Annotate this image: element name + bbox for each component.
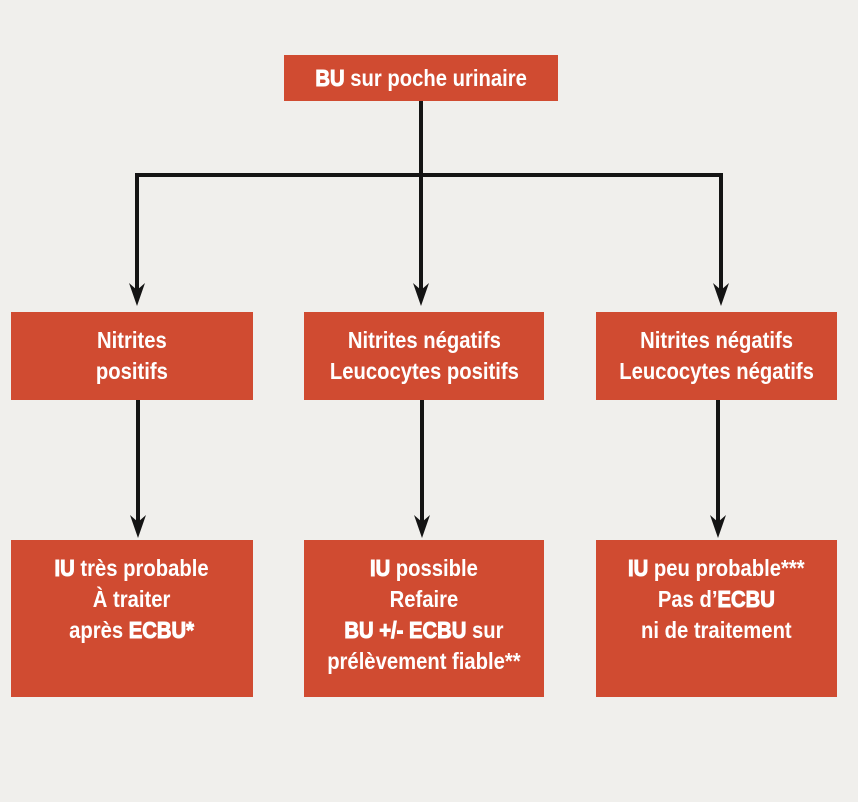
arrowhead-center-icon — [413, 283, 429, 306]
node-bu-sur-poche-urinaire: BU sur poche urinaire — [284, 55, 558, 101]
arrowhead-left-icon — [129, 283, 145, 306]
arrowhead-left-2-icon — [130, 515, 146, 538]
arrowhead-right-2-icon — [710, 515, 726, 538]
arrowhead-right-icon — [713, 283, 729, 306]
node-text: BU sur poche urinaire — [315, 64, 527, 91]
arrowhead-center-2-icon — [414, 515, 430, 538]
